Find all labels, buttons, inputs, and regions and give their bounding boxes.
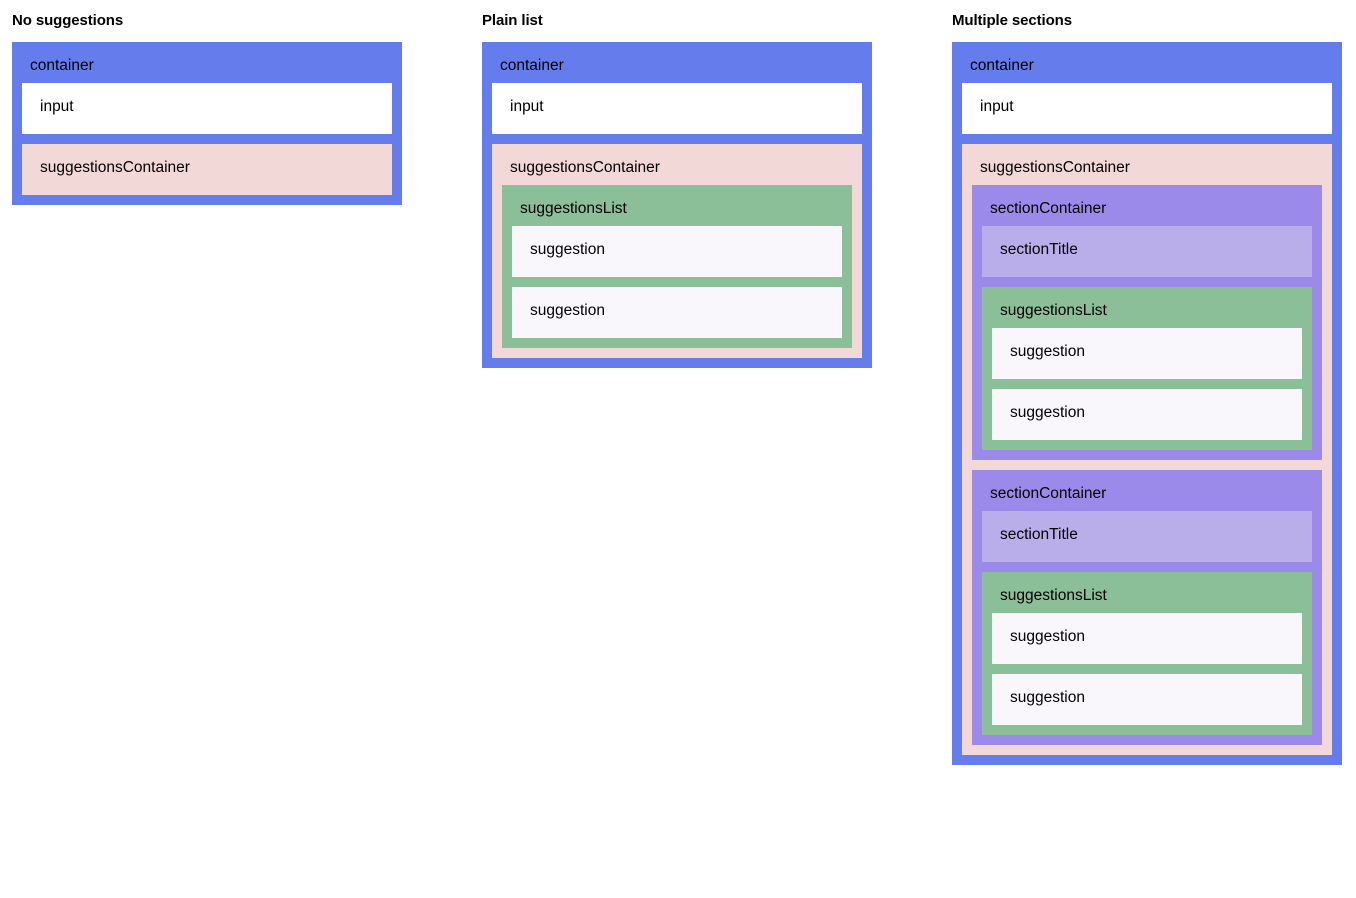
section-title: sectionTitle [982, 226, 1312, 277]
suggestion-label: suggestion [1010, 404, 1085, 421]
autosuggest-container[interactable]: container input suggestionsContainer [12, 42, 402, 205]
suggestions-list: suggestionsList suggestion suggestion [982, 572, 1312, 735]
suggestions-list: suggestionsList suggestion suggestion [502, 185, 852, 348]
input-label: input [40, 98, 74, 115]
suggestion-item[interactable]: suggestion [992, 328, 1302, 379]
column-title-multiple-sections: Multiple sections [952, 12, 1072, 29]
section-container-label: sectionContainer [990, 485, 1107, 502]
suggestions-container-label: suggestionsContainer [40, 159, 190, 176]
container-label: container [970, 57, 1034, 74]
search-input[interactable]: input [22, 83, 392, 134]
suggestions-container: suggestionsContainer [22, 144, 392, 195]
section-title-label: sectionTitle [1000, 241, 1078, 258]
column-title-no-suggestions: No suggestions [12, 12, 124, 29]
section-title: sectionTitle [982, 511, 1312, 562]
suggestion-label: suggestion [1010, 343, 1085, 360]
autosuggest-container[interactable]: container input suggestionsContainer sec… [952, 42, 1342, 765]
suggestion-item[interactable]: suggestion [992, 389, 1302, 440]
section-container: sectionContainer sectionTitle suggestion… [972, 470, 1322, 745]
example-column-multiple-sections: Multiple sections container input sugges… [952, 0, 1342, 765]
section-title-label: sectionTitle [1000, 526, 1078, 543]
suggestion-item[interactable]: suggestion [992, 674, 1302, 725]
search-input[interactable]: input [492, 83, 862, 134]
suggestions-list-label: suggestionsList [1000, 302, 1107, 319]
suggestions-container: suggestionsContainer sectionContainer se… [962, 144, 1332, 755]
autosuggest-container[interactable]: container input suggestionsContainer sug… [482, 42, 872, 368]
suggestions-container: suggestionsContainer suggestionsList sug… [492, 144, 862, 358]
suggestion-item[interactable]: suggestion [992, 613, 1302, 664]
suggestion-item[interactable]: suggestion [512, 226, 842, 277]
suggestions-container-label: suggestionsContainer [510, 159, 660, 176]
section-container: sectionContainer sectionTitle suggestion… [972, 185, 1322, 460]
suggestion-label: suggestion [1010, 689, 1085, 706]
search-input[interactable]: input [962, 83, 1332, 134]
suggestion-label: suggestion [530, 241, 605, 258]
suggestion-item[interactable]: suggestion [512, 287, 842, 338]
suggestions-container-label: suggestionsContainer [980, 159, 1130, 176]
suggestions-list-label: suggestionsList [520, 200, 627, 217]
suggestions-list: suggestionsList suggestion suggestion [982, 287, 1312, 450]
container-label: container [30, 57, 94, 74]
suggestion-label: suggestion [530, 302, 605, 319]
suggestion-label: suggestion [1010, 628, 1085, 645]
section-container-label: sectionContainer [990, 200, 1107, 217]
example-column-plain-list: Plain list container input suggestionsCo… [482, 0, 872, 368]
container-label: container [500, 57, 564, 74]
example-column-no-suggestions: No suggestions container input suggestio… [12, 0, 402, 205]
input-label: input [980, 98, 1014, 115]
suggestions-list-label: suggestionsList [1000, 587, 1107, 604]
input-label: input [510, 98, 544, 115]
column-title-plain-list: Plain list [482, 12, 543, 29]
